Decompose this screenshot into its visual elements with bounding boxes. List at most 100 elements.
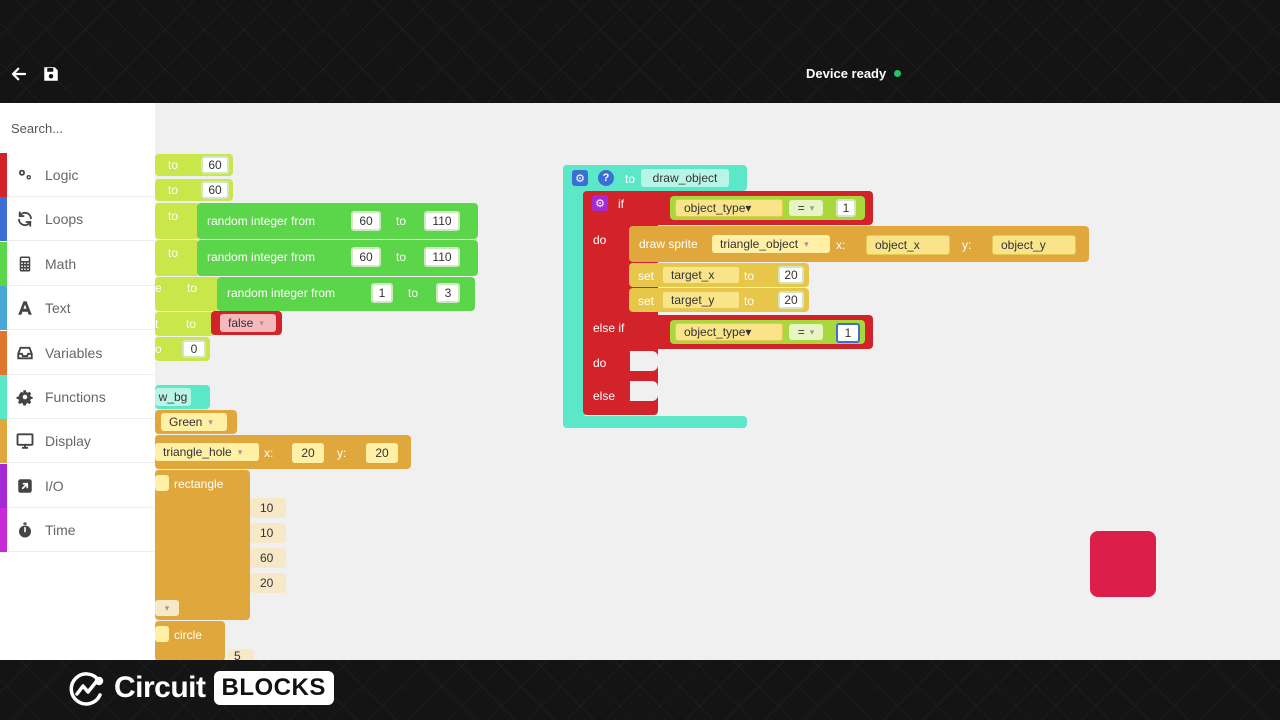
number-field[interactable]: 110 [424,211,460,231]
number-field[interactable]: 60 [351,211,381,231]
category-color-stripe [0,508,7,553]
dropdown-stub[interactable]: ▾ [155,600,179,616]
sprite-dropdown[interactable]: triangle_hole▾ [155,443,259,461]
object-x-variable[interactable]: object_x [866,235,950,255]
function-body-frame [563,165,585,428]
category-math[interactable]: Math [0,241,155,286]
number-field[interactable]: 20 [292,443,324,463]
number-field[interactable]: 20 [366,443,398,463]
number-field[interactable]: 1 [371,283,393,303]
gears-icon [16,166,34,184]
sprite-dropdown[interactable]: triangle_object▾ [712,235,830,253]
object-y-variable[interactable]: object_y [992,235,1076,255]
category-display[interactable]: Display [0,419,155,464]
number-field[interactable]: 10 [250,523,286,543]
to-label: to [408,286,419,300]
gear-icon [16,388,34,406]
target-y-variable[interactable]: target_y [662,291,740,309]
category-loops[interactable]: Loops [0,197,155,242]
number-field[interactable]: 10 [250,498,286,518]
gear-icon[interactable]: ⚙ [592,195,608,211]
variable-label: target_y [671,293,715,307]
number-field[interactable]: 20 [778,291,804,309]
color-dropdown[interactable]: Green▾ [161,413,227,431]
object-type-variable[interactable]: object_type▾ [675,323,783,341]
do-label: do [593,233,607,247]
variable-set-block[interactable] [155,203,200,239]
object-type-variable[interactable]: object_type▾ [675,199,783,217]
operator-label: = [797,201,805,215]
category-label: Logic [45,167,79,183]
category-label: Functions [45,389,106,405]
variable-set-block[interactable] [155,312,215,336]
operator-dropdown[interactable]: =▾ [789,200,823,216]
gear-icon[interactable]: ⚙ [572,170,588,186]
to-label: to [168,158,179,172]
floppy-disk-icon[interactable] [42,65,60,83]
variable-fragment: o [155,342,162,356]
number-field[interactable]: 20 [250,573,286,593]
shape-toggle[interactable] [155,475,169,491]
number-field-editing[interactable]: 1 [836,323,860,343]
number-field[interactable]: 5 [228,649,254,660]
number-field[interactable]: 60 [351,247,381,267]
category-label: Time [45,522,76,539]
random-label: random integer from [207,214,316,228]
to-label: to [168,183,179,197]
category-color-stripe [0,330,7,375]
stopwatch-icon [16,521,34,539]
operator-label: = [797,325,805,339]
set-label: set [638,269,655,283]
category-variables[interactable]: Variables [0,330,155,375]
category-text[interactable]: Text [0,286,155,331]
calculator-icon [16,255,34,273]
false-dropdown[interactable]: false▾ [220,314,276,332]
category-color-stripe [0,463,7,508]
arrow-left-icon[interactable] [10,65,28,83]
external-link-icon [16,477,34,495]
number-field[interactable]: 3 [436,283,460,303]
number-field[interactable]: 0 [182,340,206,358]
category-time[interactable]: Time [0,508,155,553]
y-label: y: [337,446,347,460]
chevron-down-icon: ▾ [809,326,815,337]
number-field[interactable]: 60 [201,156,229,174]
draw-rectangle-block[interactable] [155,470,250,620]
chevron-down-icon: ▾ [208,416,213,427]
search-input[interactable] [0,103,155,153]
device-preview-square [1090,531,1156,597]
circle-label: circle [174,628,203,642]
category-color-stripe [0,241,7,286]
chevron-down-icon: ▾ [809,202,815,213]
target-x-variable[interactable]: target_x [662,266,740,284]
variable-set-block[interactable] [155,240,200,276]
variable-set-block[interactable] [155,277,220,311]
x-label: x: [836,238,846,252]
shape-toggle[interactable] [155,626,169,642]
empty-do-slot [630,351,658,371]
category-logic[interactable]: Logic [0,153,155,197]
set-label: set [638,294,655,308]
to-label: to [168,209,179,223]
chevron-down-icon: ▾ [237,446,243,457]
category-io[interactable]: I/O [0,463,155,508]
function-name-field[interactable]: draw_object [641,169,729,187]
do-label: do [593,356,607,370]
number-field[interactable]: 110 [424,247,460,267]
category-color-stripe [0,419,7,464]
number-field[interactable]: 20 [778,266,804,284]
footer-bar [0,660,1280,720]
help-icon[interactable]: ? [598,170,614,186]
category-functions[interactable]: Functions [0,375,155,419]
category-label: Variables [45,344,103,361]
function-name-field[interactable]: w_bg [155,388,191,406]
number-field[interactable]: 1 [836,199,856,217]
random-integer-block[interactable] [217,277,475,311]
to-label: to [396,250,407,264]
block-workspace[interactable]: to 60 to 60 to random integer from 60 to… [0,103,1280,660]
operator-dropdown[interactable]: =▾ [789,324,823,340]
number-field[interactable]: 60 [250,548,286,568]
number-field[interactable]: 60 [201,181,229,199]
category-color-stripe [0,286,7,331]
variable-label: target_x [671,268,715,282]
